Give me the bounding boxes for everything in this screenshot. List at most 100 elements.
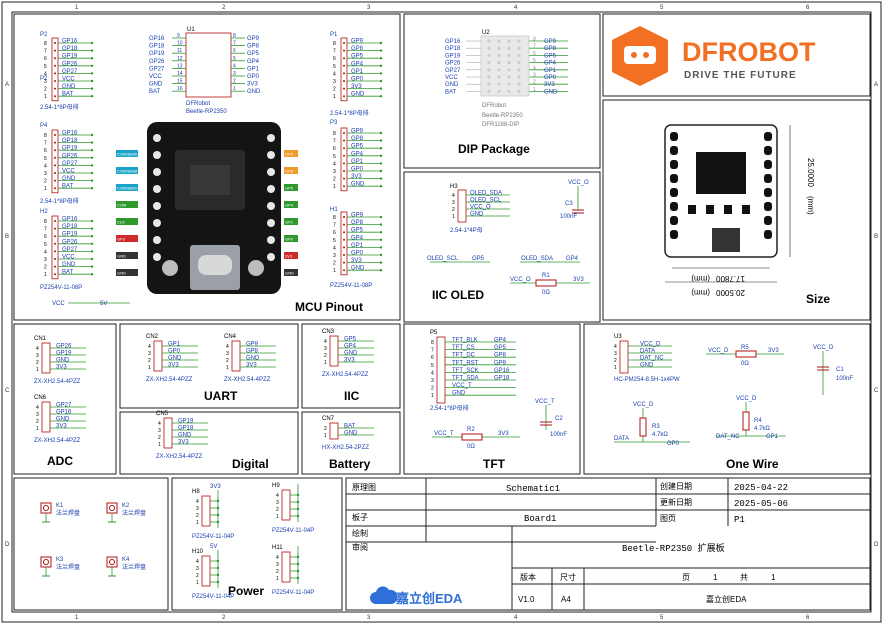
p5-pin-num: 4 [431,370,434,376]
connector-pin-label: GP1 [168,342,181,348]
header-pin-label: BAT [62,270,74,276]
dip-right-pin-label: GP4 [544,61,557,67]
header-pin-end [379,49,383,52]
dip-grid-dot [517,39,521,43]
title-block-border [345,477,871,611]
iic-oled-frame [403,171,601,323]
p5-pin-label: TFT_CS [452,345,475,351]
logo-frame [602,13,871,97]
header-pin-num: 1 [44,272,47,278]
header-pin-num: 3 [44,171,47,177]
header-pin-dot [54,149,56,152]
u1-right-pin-num: 5 [233,56,236,62]
header-pin-dot [54,265,56,268]
dip-left-pin-label: GP19 [445,53,461,59]
u1-left-pin-num: 12 [177,56,183,62]
header-pin-end [379,231,383,234]
p1-ref: P1 [330,32,338,38]
header-pin-num: 4 [44,163,47,169]
r1-vcc-o: VCC_O [510,277,531,283]
board-tag-left-bg [116,150,138,157]
header-pin-end [379,57,383,60]
c2-value: 100nF [550,432,567,438]
header-pin-label: GP19 [62,232,78,238]
header-pin-end [379,41,383,45]
board-pad-left [153,151,161,159]
connector-body [163,417,173,449]
header-pin-dot [343,269,345,272]
p2-ref-top: P2 [40,32,48,38]
header-pin-num: 3 [333,169,336,175]
tb-total-value: 1 [771,573,776,582]
connector-pin-num: 1 [324,360,327,366]
header-pin-dot [343,147,345,150]
tb-page-num-label: 页 [682,573,690,582]
header-pin-num: 7 [44,141,47,147]
dip-grid-dot [517,89,521,93]
p4-ref: P4 [40,123,48,129]
block-title-uart: UART [204,389,238,403]
header-pin-dot [343,254,345,256]
power-header-pin-num: 3 [196,566,199,572]
connector-body [231,340,241,372]
p5-pin-label: TFT_DC [452,353,476,359]
header-pin-label: GP0 [351,167,364,173]
r5-value: 0Ω [741,361,749,367]
header-pin-label: 3V3 [351,174,362,180]
power-header-net: 3V3 [210,484,221,490]
power-header-pin-num: 4 [196,559,199,565]
ruler-row-c: C [5,388,10,394]
block-title-dip: DIP Package [458,142,530,156]
size-w1-unit: (mm) [691,274,710,283]
power-header-junction [296,569,300,573]
header-pin-end [90,156,94,159]
board-tag-left: COM/BattA [117,152,138,157]
header-pin-end [379,253,383,257]
size-pad-inner [688,205,696,214]
power-header-pin-num: 3 [196,506,199,512]
dip-grid-dot [487,39,491,43]
oled-scl-net: OLED_SCL [427,256,459,262]
one-wire-frame [583,323,871,475]
power-header-part: PZ254V-11-04P [272,590,314,596]
header-pin-num: 7 [333,223,336,229]
power-header-junction [296,562,300,566]
block-title-iic: IIC [344,389,360,403]
dip-grid-dot [487,75,491,79]
easyeda-logo: 嘉立创EDA [370,586,463,606]
connector-pin-num: 2 [324,426,327,432]
dip-right-pin-label: GP0 [544,75,557,81]
ruler-col-1b: 1 [75,615,79,621]
connector-pin-num: 3 [36,353,39,359]
connector-pin-label: GP18 [178,426,194,432]
connector-pin-label: GP19 [178,419,194,425]
board-pad-left [153,168,161,176]
header-pin-end [90,72,94,75]
u1-right-pin-label: 3V3 [247,82,258,88]
tb-size-value: A4 [561,595,571,604]
u1-left-pin-num: 9 [177,33,180,39]
oled-scl-gp5: GP5 [472,256,485,262]
power-header-ref: H10 [192,549,204,555]
power-header-pin-num: 3 [276,562,279,568]
h2-part: PZ254V-11-08P [40,285,82,291]
connector-part: ZX-XH2.54-4PZZ [322,372,369,378]
connector-pin-num: 1 [148,365,151,371]
dip-grid-dot [507,53,511,58]
r1-value: 0Ω [542,290,550,296]
mount-pad-square [106,556,118,568]
ruler-col-2: 2 [222,5,226,11]
ruler-col-5b: 5 [660,615,664,621]
h3-pin-label: GND [470,212,484,218]
header-pin-end [379,87,383,90]
size-height: 25.0000 [806,158,815,187]
logo-slogan: DRIVE THE FUTURE [684,70,797,81]
header-pin-end [90,164,94,167]
size-usb [712,228,740,252]
connector-ref: CN7 [322,416,335,422]
tb-schematic-value: Schematic1 [506,484,560,494]
